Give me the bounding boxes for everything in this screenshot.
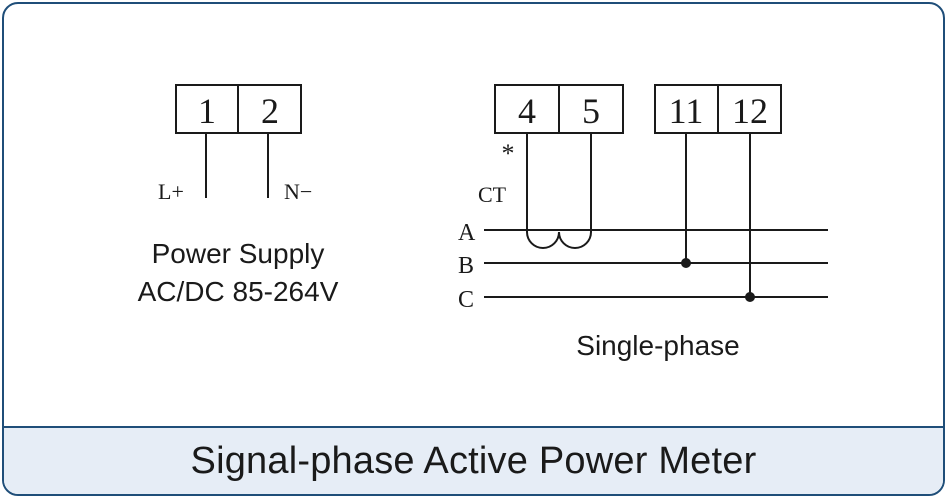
footer-bar: Signal-phase Active Power Meter	[4, 426, 943, 494]
supply-terminal-block: 1 2	[175, 84, 302, 134]
supply-caption-line1: Power Supply	[152, 238, 325, 269]
junction-dot-c	[745, 292, 755, 302]
ct-terminal-block: 4 5	[494, 84, 624, 134]
line-a-label: A	[458, 220, 476, 246]
label-n-minus: N−	[284, 179, 312, 204]
diagram-title: Signal-phase Active Power Meter	[190, 439, 757, 482]
measurement-caption: Single-phase	[576, 330, 739, 361]
terminal-5: 5	[582, 91, 600, 131]
line-b-label: B	[458, 253, 474, 279]
ct-label: CT	[478, 182, 507, 207]
voltage-terminal-block: 11 12	[654, 84, 782, 134]
terminal-4: 4	[518, 91, 536, 131]
terminal-1: 1	[198, 91, 216, 131]
ct-polarity-mark: *	[502, 139, 515, 168]
label-l-plus: L+	[158, 179, 184, 204]
ct-coil-wire	[526, 133, 592, 249]
terminal-11: 11	[669, 91, 704, 131]
terminal-12: 12	[732, 91, 768, 131]
terminal-2: 2	[261, 91, 279, 131]
line-c-label: C	[458, 287, 474, 313]
junction-dot-b	[681, 258, 691, 268]
supply-caption-line2: AC/DC 85-264V	[138, 276, 339, 307]
